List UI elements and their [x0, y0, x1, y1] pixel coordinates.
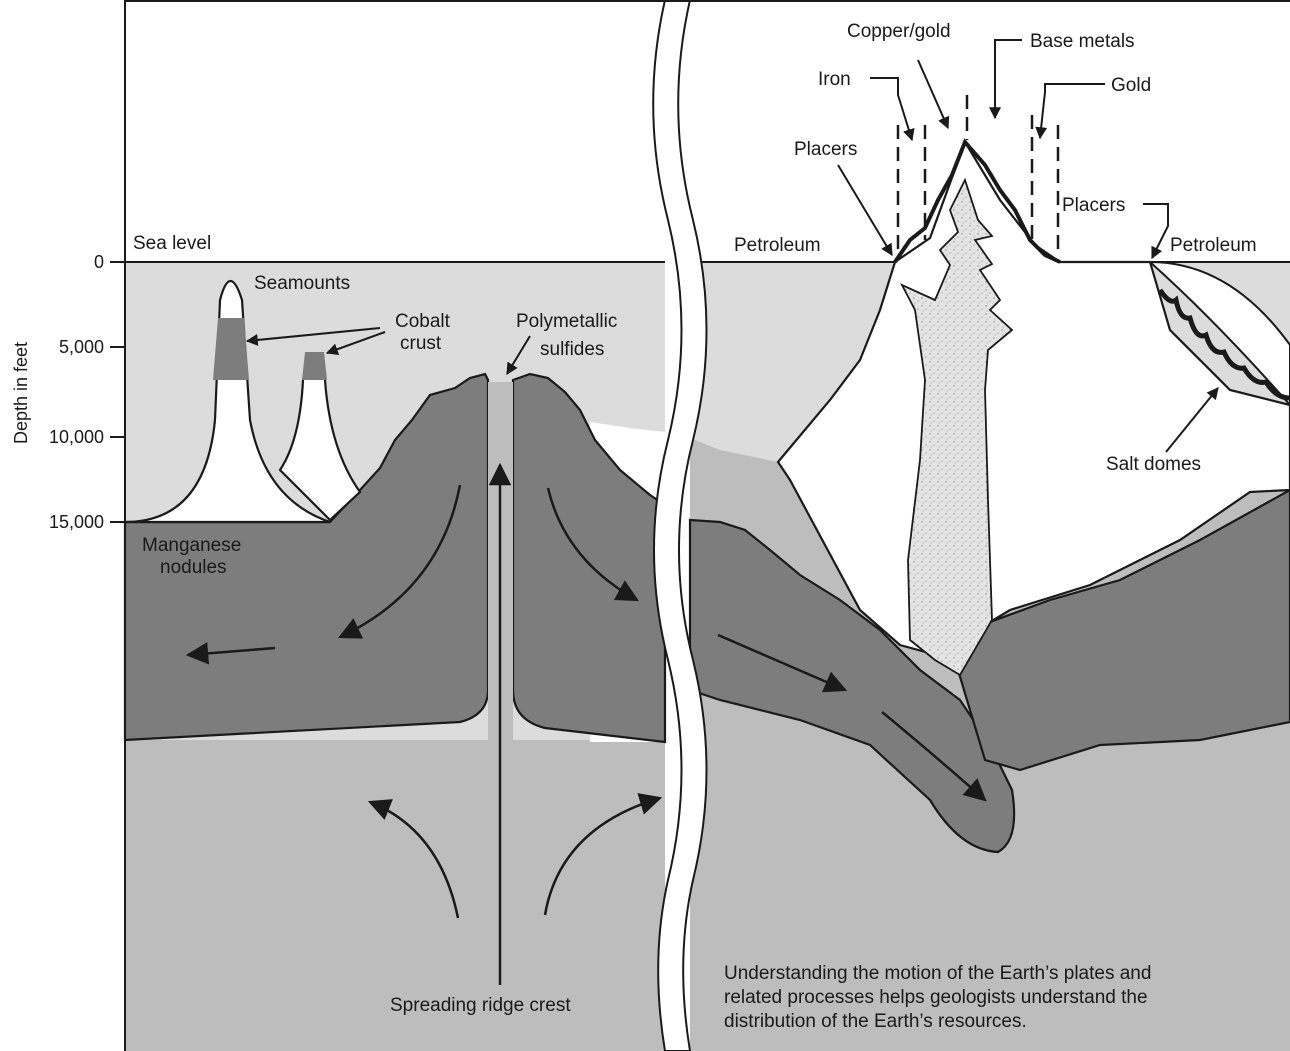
caption-line-3: distribution of the Earth’s resources. [724, 1011, 1027, 1032]
label-manganese-2: nodules [160, 557, 227, 578]
placers-left-pointer [838, 165, 892, 255]
tick-label-10000: 10,000 [49, 427, 104, 447]
caption-line-2: related processes helps geologists under… [724, 987, 1148, 1008]
axis-title: Depth in feet [11, 342, 31, 444]
label-copper-gold: Copper/gold [847, 21, 951, 42]
right-panel [690, 40, 1290, 1051]
cobalt-crust-tall [213, 318, 249, 380]
label-placers-right: Placers [1062, 195, 1125, 216]
placers-right-pointer [1143, 204, 1168, 258]
gold-pointer [1040, 84, 1105, 138]
label-iron: Iron [818, 69, 851, 90]
tick-label-15000: 15,000 [49, 512, 104, 532]
label-polymetallic-1: Polymetallic [516, 311, 617, 332]
caption-line-1: Understanding the motion of the Earth’s … [724, 963, 1151, 984]
label-placers-left: Placers [794, 139, 857, 160]
label-gold: Gold [1111, 75, 1151, 96]
label-manganese-1: Manganese [142, 535, 241, 556]
base-metals-pointer [995, 40, 1022, 118]
label-salt-domes: Salt domes [1106, 454, 1201, 475]
label-spreading-ridge: Spreading ridge crest [390, 995, 571, 1016]
label-seamounts: Seamounts [254, 273, 350, 294]
label-cobalt-2: crust [400, 333, 442, 354]
copper-pointer [918, 60, 948, 128]
label-base-metals: Base metals [1030, 31, 1135, 52]
label-cobalt-1: Cobalt [395, 311, 451, 332]
label-petroleum-left: Petroleum [734, 235, 821, 256]
label-sea-level: Sea level [133, 233, 211, 254]
label-petroleum-right: Petroleum [1170, 235, 1257, 256]
iron-pointer [870, 78, 912, 140]
tick-label-5000: 5,000 [59, 337, 104, 357]
left-panel [125, 262, 665, 1051]
depth-axis: 0 5,000 10,000 15,000 Depth in feet [11, 252, 125, 532]
cobalt-crust-short [302, 352, 327, 380]
tick-label-0: 0 [94, 252, 104, 272]
label-polymetallic-2: sulfides [540, 339, 604, 360]
